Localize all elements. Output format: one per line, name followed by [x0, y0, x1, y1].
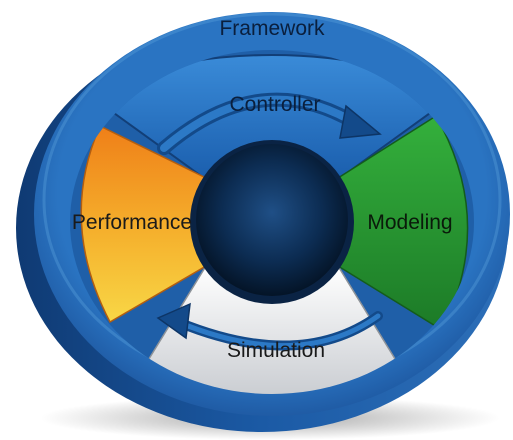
framework-label: Framework	[219, 17, 325, 40]
modeling-label: Modeling	[367, 211, 452, 234]
performance-label: Performance	[72, 211, 192, 234]
controller-arrow-shaft-highlight	[160, 95, 364, 152]
controller-arrow-head	[339, 104, 382, 139]
controller-label: Controller	[229, 93, 320, 116]
hub	[196, 144, 348, 296]
simulation-arrow-shaft-highlight	[175, 313, 381, 349]
simulation-label: Simulation	[227, 339, 325, 362]
simulation-arrow-head	[156, 302, 191, 340]
